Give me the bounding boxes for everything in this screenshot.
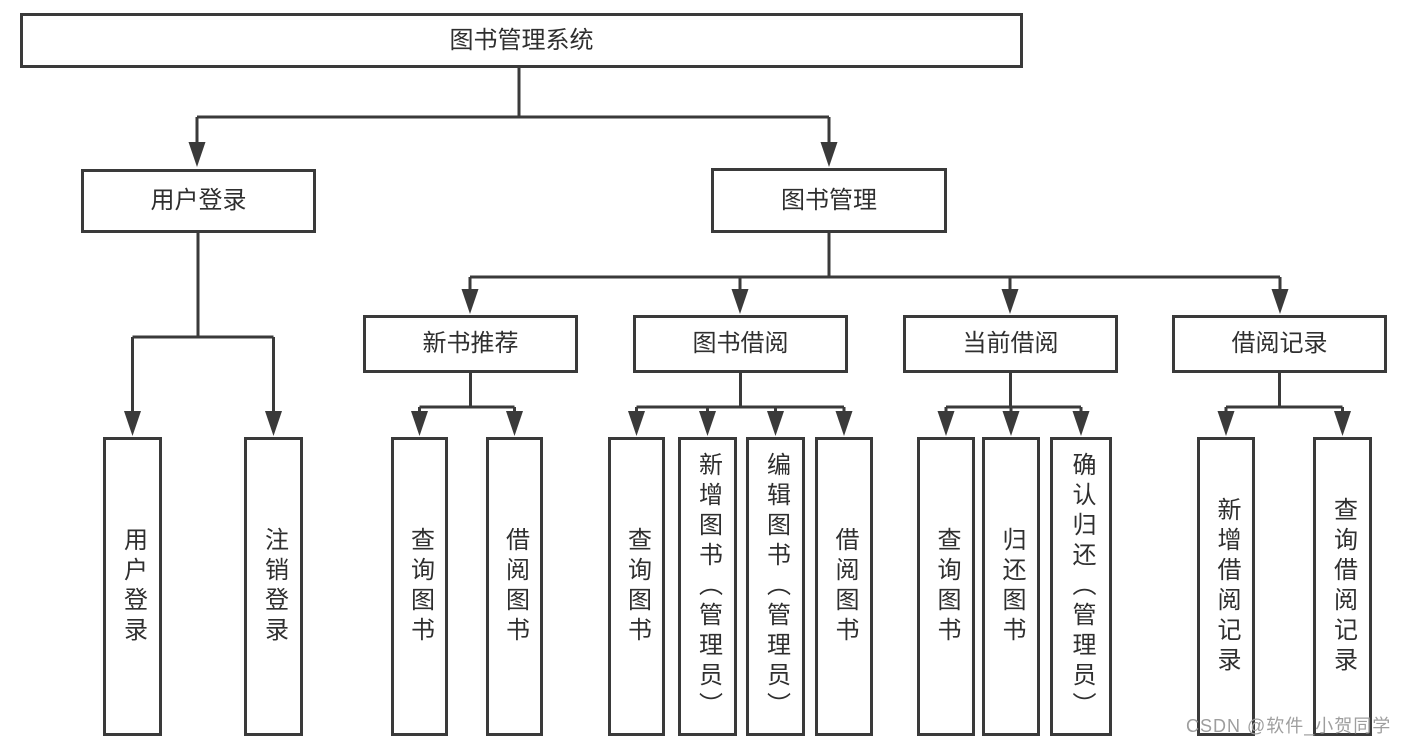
leaf-borrow-books-recommend: 借阅图书 (486, 437, 543, 736)
leaf-borrow-books-borrowing-label: 借阅图书 (831, 526, 858, 647)
leaf-confirm-return-admin: 确认归还（管理员） (1050, 437, 1112, 736)
leaf-borrow-books-borrowing: 借阅图书 (815, 437, 873, 736)
node-borrowing-records: 借阅记录 (1172, 315, 1387, 373)
leaf-query-books-recommend: 查询图书 (391, 437, 448, 736)
leaf-user-login-label: 用户登录 (119, 526, 147, 647)
leaf-edit-book-admin: 编辑图书（管理员） (746, 437, 805, 736)
leaf-query-borrow-record-label: 查询借阅记录 (1329, 496, 1357, 677)
leaf-add-book-admin-label: 新增图书（管理员） (694, 451, 722, 722)
node-user-login: 用户登录 (81, 169, 316, 233)
leaf-add-borrow-record-label: 新增借阅记录 (1213, 496, 1240, 677)
leaf-confirm-return-admin-label: 确认归还（管理员） (1068, 451, 1095, 722)
node-new-book-recommend: 新书推荐 (363, 315, 578, 373)
tree-branch-lines (132, 68, 1343, 409)
node-library-system: 图书管理系统 (20, 13, 1023, 68)
leaf-query-borrow-record: 查询借阅记录 (1313, 437, 1372, 736)
leaf-query-books-borrowing-label: 查询图书 (623, 526, 651, 647)
node-book-borrowing-label: 图书借阅 (692, 330, 789, 357)
node-new-book-recommend-label: 新书推荐 (422, 330, 519, 357)
node-book-management-label: 图书管理 (781, 186, 877, 214)
node-book-borrowing: 图书借阅 (633, 315, 848, 373)
leaf-edit-book-admin-label: 编辑图书（管理员） (762, 451, 790, 722)
node-book-management: 图书管理 (711, 168, 947, 233)
arrow-shafts (131, 117, 1344, 420)
node-current-borrowing-label: 当前借阅 (962, 330, 1059, 357)
leaf-logout-label: 注销登录 (260, 526, 288, 647)
leaf-logout: 注销登录 (244, 437, 303, 736)
leaf-query-books-borrowing: 查询图书 (608, 437, 665, 736)
csdn-watermark: CSDN @软件_小贺同学 (1186, 716, 1392, 736)
leaf-borrow-books-recommend-label: 借阅图书 (501, 526, 529, 647)
node-borrowing-records-label: 借阅记录 (1231, 330, 1328, 357)
leaf-query-books-current: 查询图书 (917, 437, 975, 736)
node-library-system-label: 图书管理系统 (449, 26, 594, 54)
leaf-return-book-label: 归还图书 (998, 526, 1025, 647)
node-current-borrowing: 当前借阅 (903, 315, 1118, 373)
leaf-return-book: 归还图书 (982, 437, 1040, 736)
leaf-add-borrow-record: 新增借阅记录 (1197, 437, 1255, 736)
leaf-query-books-recommend-label: 查询图书 (406, 526, 434, 647)
node-user-login-label: 用户登录 (150, 187, 247, 214)
leaf-query-books-current-label: 查询图书 (933, 526, 960, 647)
leaf-add-book-admin: 新增图书（管理员） (678, 437, 737, 736)
leaf-user-login: 用户登录 (103, 437, 162, 736)
